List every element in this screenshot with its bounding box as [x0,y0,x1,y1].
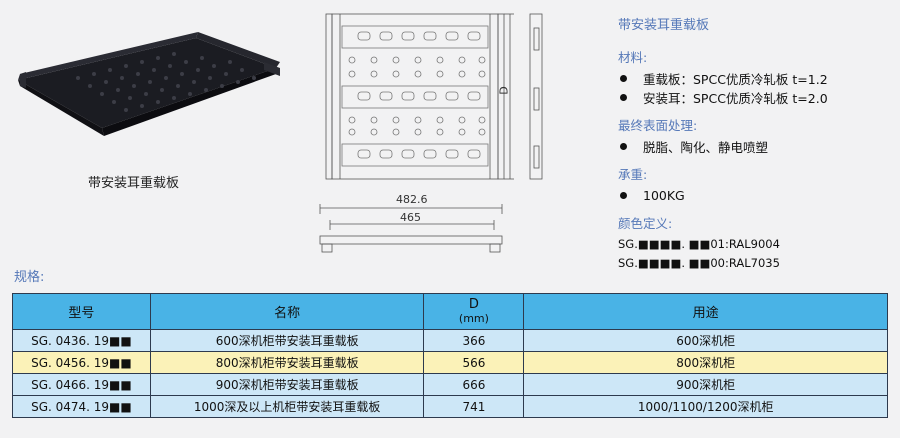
table-row: SG. 0466. 19■■ 900深机柜带安装耳重载板 666 900深机柜 [12,373,888,396]
material-item: 安装耳：SPCC优质冷轧板 t=2.0 [618,88,888,107]
header-model: 型号 [12,293,151,330]
table-row: SG. 0474. 19■■ 1000深及以上机柜带安装耳重载板 741 100… [12,395,888,418]
header-d: D (mm) [423,293,525,330]
cell-model: SG. 0474. 19■■ [12,395,151,418]
color-definition: SG.■■■■. ■■01:RAL9004 [618,237,780,251]
cell-d: 666 [423,373,525,396]
spec-table: 型号 名称 D (mm) 用途 SG. 0436. 19■■ 600深机柜带安装… [12,293,888,418]
table-row: SG. 0436. 19■■ 600深机柜带安装耳重载板 366 600深机柜 [12,329,888,352]
photo-caption: 带安装耳重载板 [88,176,180,191]
cell-d: 366 [423,329,525,352]
finish-item: 脱脂、陶化、静电喷塑 [618,137,888,156]
cell-usage: 1000/1100/1200深机柜 [523,395,888,418]
bullet-icon [620,143,627,150]
spec-table-heading: 规格: [14,270,45,285]
shelf-photo [18,32,280,136]
material-label: 材料: [618,50,648,65]
bullet-icon [620,75,627,82]
cell-name: 1000深及以上机柜带安装耳重载板 [149,395,425,418]
material-item: 重载板：SPCC优质冷轧板 t=1.2 [618,69,888,88]
inner-width-label: 465 [400,211,421,224]
cell-name: 600深机柜带安装耳重载板 [149,329,425,352]
header-usage: 用途 [523,293,888,330]
bullet-icon [620,192,627,199]
outer-width-label: 482.6 [396,193,428,206]
color-label: 颜色定义: [618,216,673,231]
technical-drawing [319,13,543,253]
cell-name: 900深机柜带安装耳重载板 [149,373,425,396]
cell-model: SG. 0436. 19■■ [12,329,151,352]
table-row: SG. 0456. 19■■ 800深机柜带安装耳重载板 566 800深机柜 [12,351,888,374]
header-name: 名称 [149,293,425,330]
cell-usage: 800深机柜 [523,351,888,374]
cell-d: 741 [423,395,525,418]
cell-model: SG. 0466. 19■■ [12,373,151,396]
table-header-row: 型号 名称 D (mm) 用途 [12,293,888,330]
cell-usage: 900深机柜 [523,373,888,396]
spec-title: 带安装耳重载板 [618,18,710,33]
spec-panel: 带安装耳重载板 材料: 重载板：SPCC优质冷轧板 t=1.2 安装耳：SPCC… [618,14,888,273]
cell-name: 800深机柜带安装耳重载板 [149,351,425,374]
cell-usage: 600深机柜 [523,329,888,352]
depth-dimension-label: D [497,86,511,95]
cell-model: SG. 0456. 19■■ [12,351,151,374]
load-label: 承重: [618,167,648,182]
load-item: 100KG [618,186,888,205]
color-definition: SG.■■■■. ■■00:RAL7035 [618,256,780,270]
cell-d: 566 [423,351,525,374]
bullet-icon [620,94,627,101]
finish-label: 最终表面处理: [618,118,698,133]
